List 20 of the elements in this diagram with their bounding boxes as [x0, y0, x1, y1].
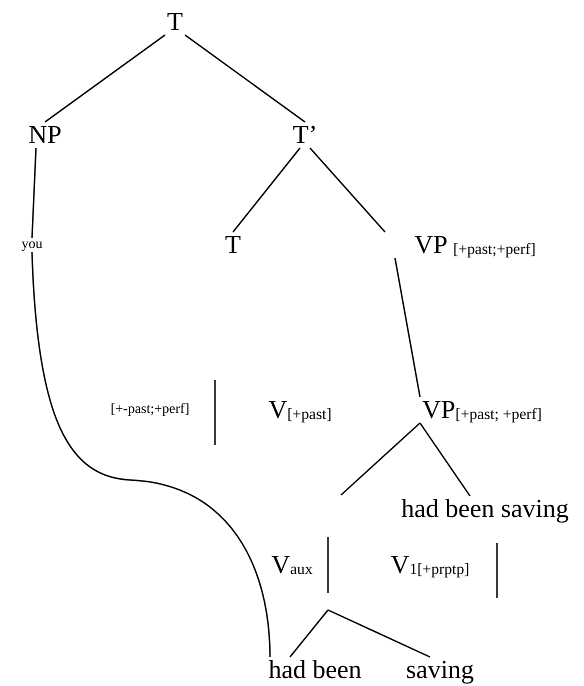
word-label: saving	[406, 657, 474, 683]
word-label: you	[22, 238, 42, 252]
tree-branch-line	[309, 148, 386, 232]
tree-branch-line	[31, 252, 271, 658]
tree-branch-line	[44, 34, 166, 123]
tree-branch-line	[31, 148, 37, 238]
tree-node-label: T’	[292, 122, 318, 148]
tree-branch-line	[340, 422, 420, 496]
word-label: had been	[268, 657, 362, 683]
tree-branch-line	[419, 422, 471, 496]
tree-branch-line	[289, 610, 329, 658]
tree-node-label: NP	[28, 122, 62, 148]
feature-label: [+-past;+perf]	[110, 403, 190, 417]
tree-branch-line	[184, 34, 306, 123]
tree-branch-line	[394, 258, 421, 398]
tree-branch-line	[328, 609, 430, 658]
phrase-label: had been saving	[401, 496, 569, 522]
tree-node-label: T	[225, 232, 241, 258]
tree-branch-line	[232, 148, 301, 232]
tree-node-label: T	[167, 9, 183, 35]
